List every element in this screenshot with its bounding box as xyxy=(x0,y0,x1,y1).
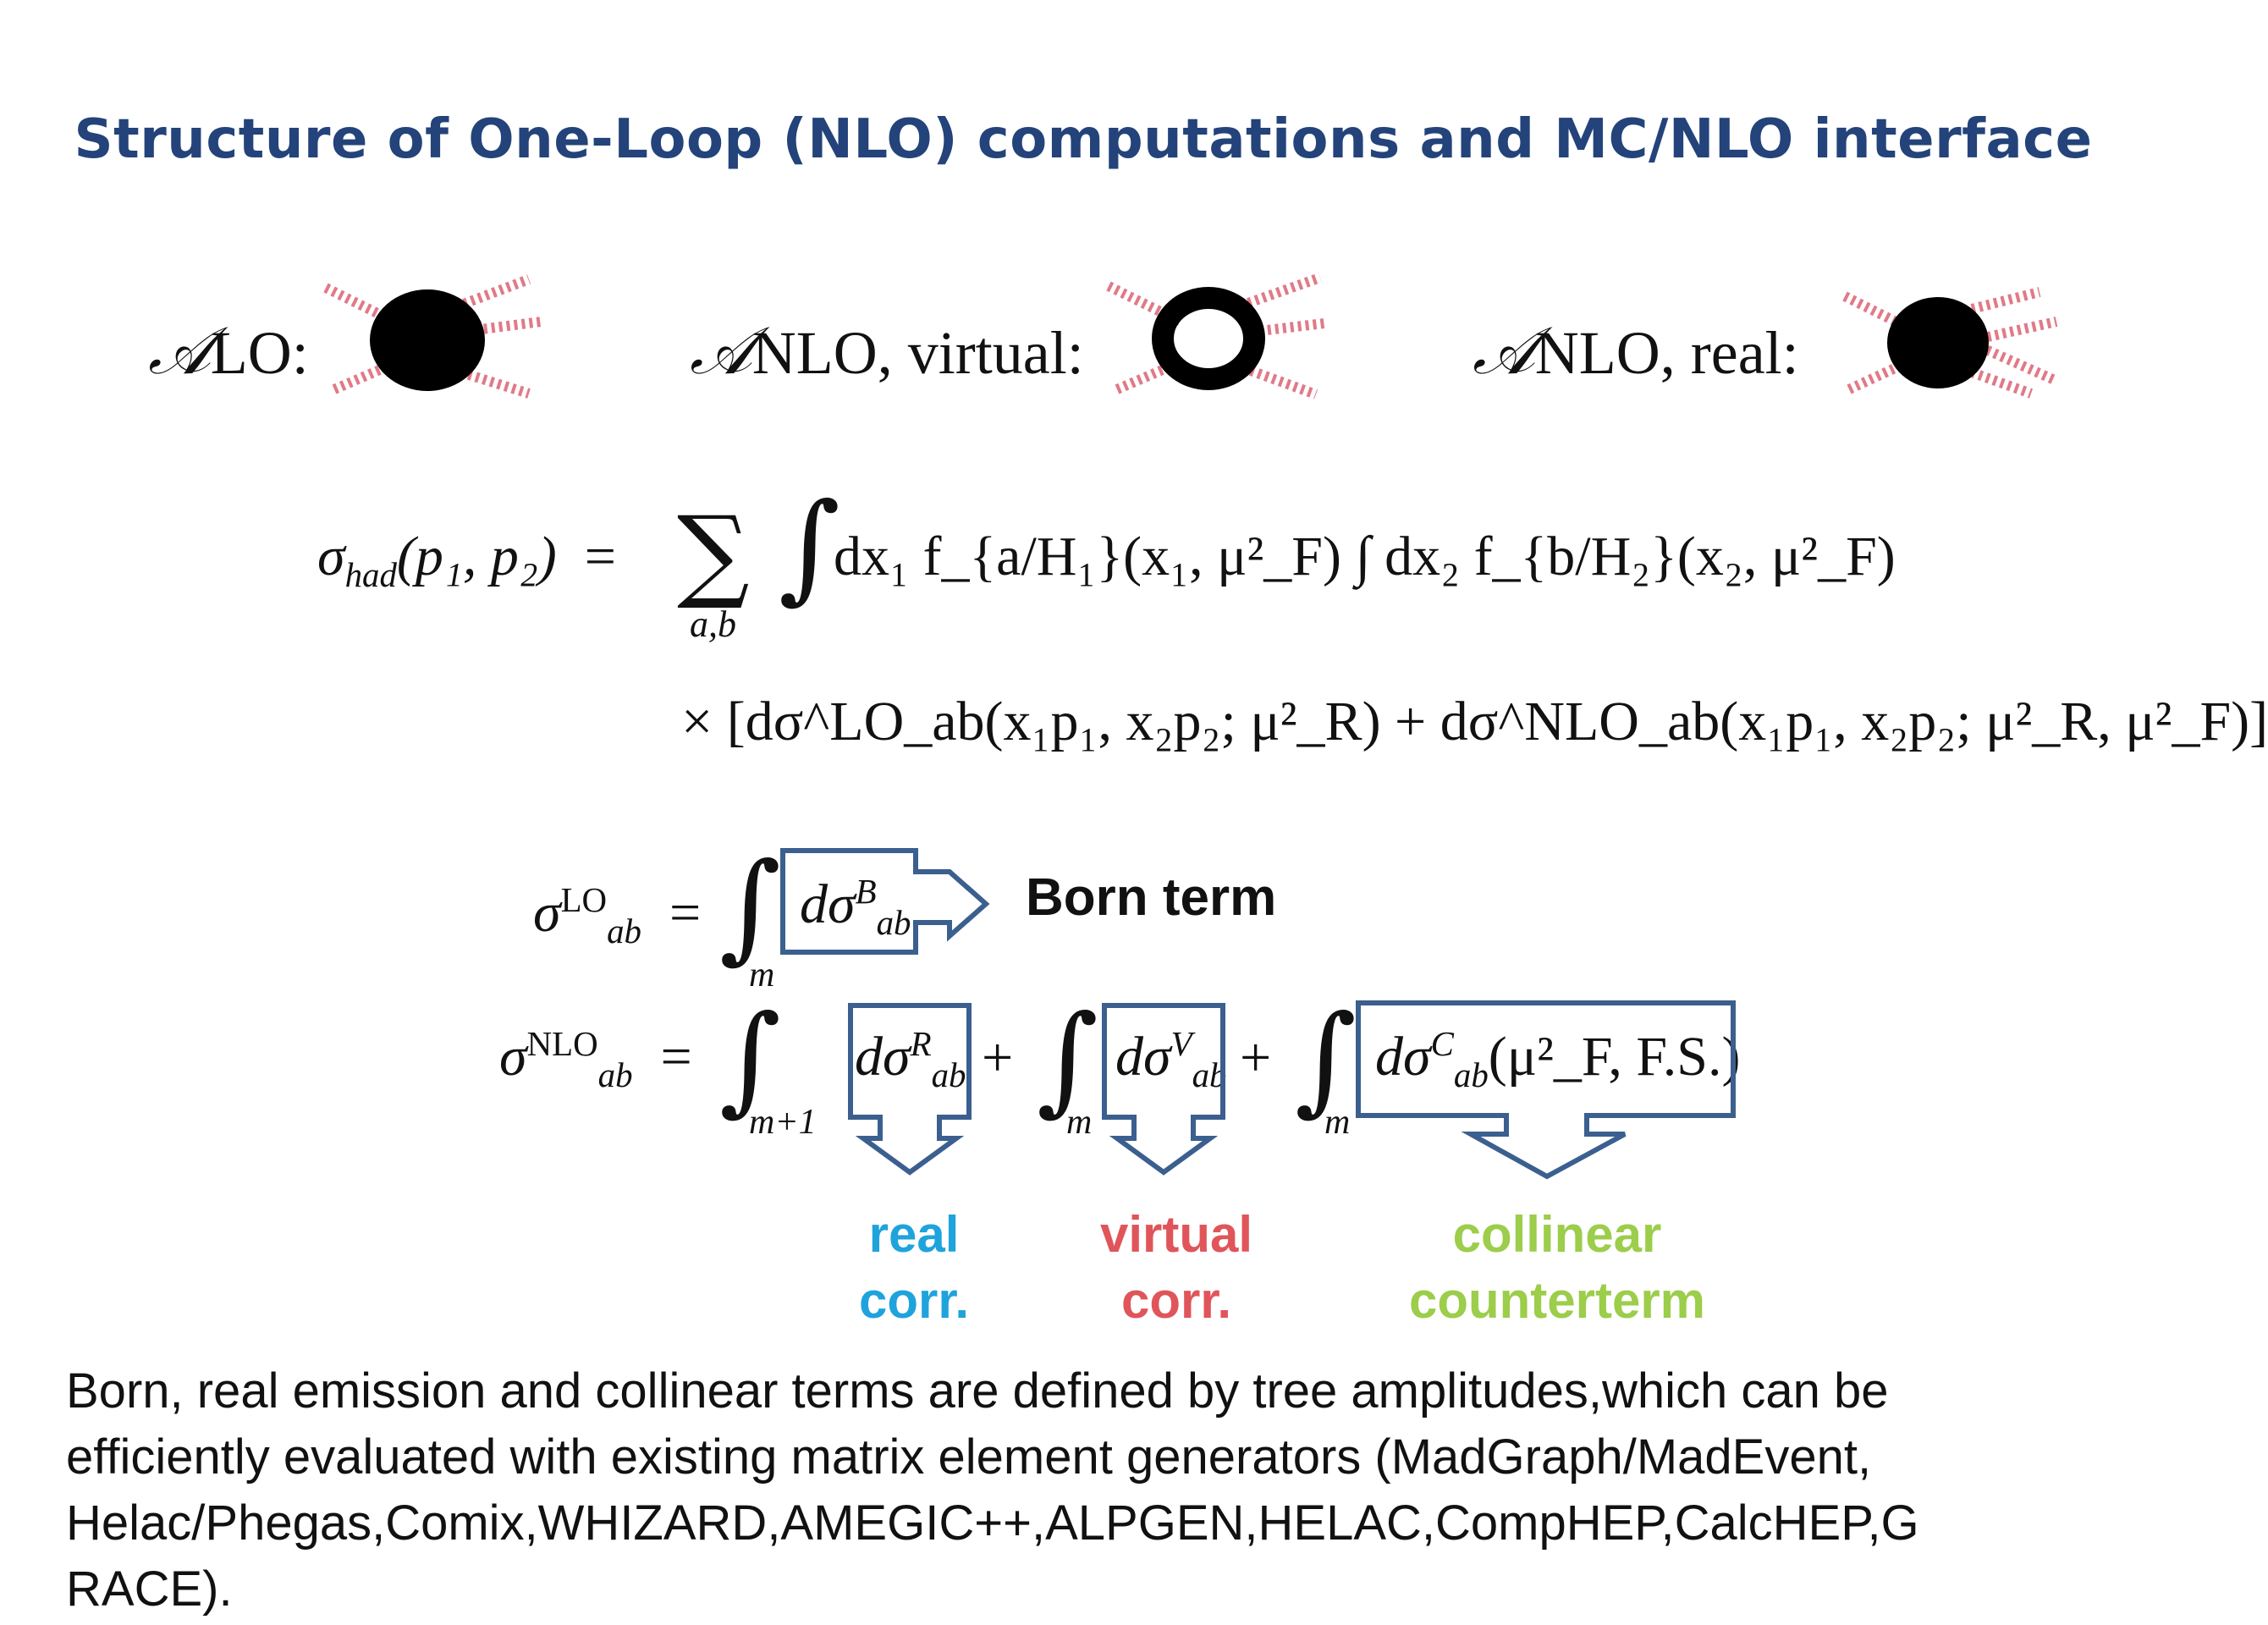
amplitude-nlo-virtual-label: 𝒜NLO, virtual: xyxy=(690,314,1084,388)
collinear-term: dσCab(μ²_F, F.S.) xyxy=(1375,1025,1741,1095)
lo-integral: ∫ xyxy=(719,838,781,976)
sum-symbol: ∑ xyxy=(677,495,750,613)
nlo-integral-real-sub: m+1 xyxy=(749,1103,817,1142)
lo-integral-sub: m xyxy=(749,956,775,994)
hadronic-formula-lhs: σhad(p₁, p₂) = xyxy=(317,526,617,595)
annotation-boxes xyxy=(780,848,1736,1180)
integral-symbol-1: ∫ xyxy=(779,478,840,616)
nlo-integral-collinear-sub: m xyxy=(1324,1103,1351,1142)
hadronic-formula-line2: × [dσ^LO_ab(x₁p₁, x₂p₂; μ²_R) + dσ^NLO_a… xyxy=(681,691,2268,752)
born-term-box xyxy=(780,848,990,955)
real-corr-line2: corr. xyxy=(858,1272,970,1329)
nlo-formula-lhs: σNLOab = xyxy=(499,1025,692,1095)
lo-diagram xyxy=(323,274,542,399)
collinear-counterterm-label: collinear counterterm xyxy=(1371,1202,1743,1334)
body-line-4: RACE). xyxy=(66,1562,233,1617)
collinear-line1: collinear xyxy=(1452,1206,1662,1263)
nlo-real-diagram xyxy=(1842,287,2059,399)
real-term: dσRab xyxy=(855,1025,966,1095)
sum-index: a,b xyxy=(690,603,736,645)
feynman-diagrams xyxy=(323,273,2059,399)
virtual-corr-line2: corr. xyxy=(1120,1272,1232,1329)
nlo-integral-real: ∫ xyxy=(719,990,781,1128)
lo-term: dσBab xyxy=(800,873,911,943)
nlo-integral-virtual-sub: m xyxy=(1066,1103,1093,1142)
body-line-1: Born, real emission and collinear terms … xyxy=(66,1363,1889,1418)
body-paragraph: Born, real emission and collinear terms … xyxy=(66,1358,2131,1622)
hadronic-formula-line1: dx₁ f_{a/H₁}(x₁, μ²_F) ∫ dx₂ f_{b/H₂}(x₂… xyxy=(834,526,1896,587)
real-corr-line1: real xyxy=(868,1206,960,1263)
virtual-term-box xyxy=(1102,1003,1225,1176)
body-line-2: efficiently evaluated with existing matr… xyxy=(66,1429,1872,1485)
amplitude-nlo-real-label: 𝒜NLO, real: xyxy=(1473,314,1799,388)
real-term-box xyxy=(848,1003,972,1176)
lo-formula-lhs: σLOab = xyxy=(533,881,702,951)
virtual-corr-line1: virtual xyxy=(1099,1206,1253,1263)
body-line-3: Helac/Phegas,Comix,WHIZARD,AMEGIC++,ALPG… xyxy=(66,1496,1919,1551)
born-term-label: Born term xyxy=(1026,868,1277,927)
page-title: Structure of One-Loop (NLO) computations… xyxy=(74,108,2093,171)
real-corr-label: real corr. xyxy=(829,1202,999,1334)
plus-sign-2: + xyxy=(1240,1027,1272,1088)
collinear-term-box xyxy=(1356,1000,1736,1180)
nlo-integral-virtual: ∫ xyxy=(1037,990,1098,1128)
plus-sign-1: + xyxy=(982,1027,1014,1088)
amplitude-lo-label: 𝒜LO: xyxy=(148,314,309,388)
virtual-corr-label: virtual corr. xyxy=(1066,1202,1286,1334)
collinear-line2: counterterm xyxy=(1408,1272,1706,1329)
nlo-virtual-diagram xyxy=(1106,273,1325,399)
nlo-integral-collinear: ∫ xyxy=(1295,990,1357,1128)
